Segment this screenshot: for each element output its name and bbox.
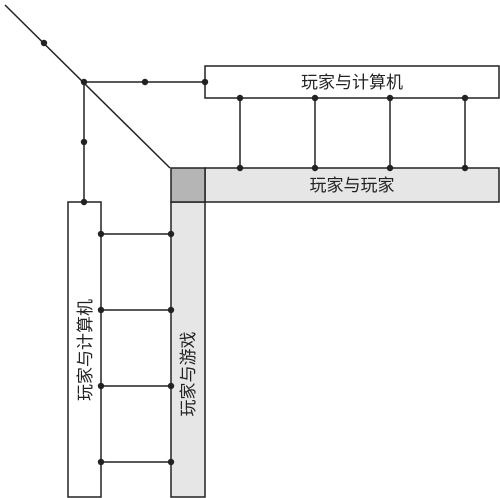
dot-vertical-end <box>80 198 88 206</box>
dot-rung-top-1a <box>236 94 244 102</box>
junction-dots <box>40 39 469 466</box>
dot-horizontal-end <box>201 78 209 86</box>
dot-rung-left-3a <box>97 382 105 390</box>
box-player-player-rect <box>204 167 500 203</box>
box-player-game-rect <box>170 201 206 498</box>
dot-rung-top-4a <box>461 94 469 102</box>
dot-rung-left-3b <box>167 382 175 390</box>
dot-rung-top-3b <box>386 164 394 172</box>
box-player-game-label: 玩家与游戏 <box>179 332 199 417</box>
corner-square-rect <box>170 167 206 203</box>
dot-junction <box>80 78 88 86</box>
box-player-computer-left: 玩家与计算机 <box>67 201 102 498</box>
dot-diagonal-1 <box>40 39 48 47</box>
corner-square <box>170 167 206 203</box>
dot-vertical-mid <box>80 138 88 146</box>
dot-rung-left-2b <box>167 306 175 314</box>
dot-rung-left-1a <box>97 230 105 238</box>
dot-rung-left-4a <box>97 458 105 466</box>
dot-horizontal-mid <box>141 78 149 86</box>
connector-lines <box>4 4 466 463</box>
box-player-computer-top: 玩家与计算机 <box>204 65 500 99</box>
dot-rung-left-2a <box>97 306 105 314</box>
box-player-player: 玩家与玩家 <box>204 167 500 203</box>
dot-rung-top-2b <box>311 164 319 172</box>
dot-rung-left-4b <box>167 458 175 466</box>
dot-rung-top-4b <box>461 164 469 172</box>
diagonal-line <box>4 4 171 169</box>
dot-rung-left-1b <box>167 230 175 238</box>
box-player-computer-left-label: 玩家与计算机 <box>76 299 96 401</box>
box-player-player-label: 玩家与玩家 <box>310 176 395 196</box>
box-player-computer-left-rect <box>67 201 102 498</box>
dot-rung-top-1b <box>236 164 244 172</box>
box-player-game: 玩家与游戏 <box>170 201 206 498</box>
dot-rung-top-3a <box>386 94 394 102</box>
dot-rung-top-2a <box>311 94 319 102</box>
box-player-computer-top-label: 玩家与计算机 <box>301 73 403 93</box>
box-player-computer-top-rect <box>204 65 500 99</box>
